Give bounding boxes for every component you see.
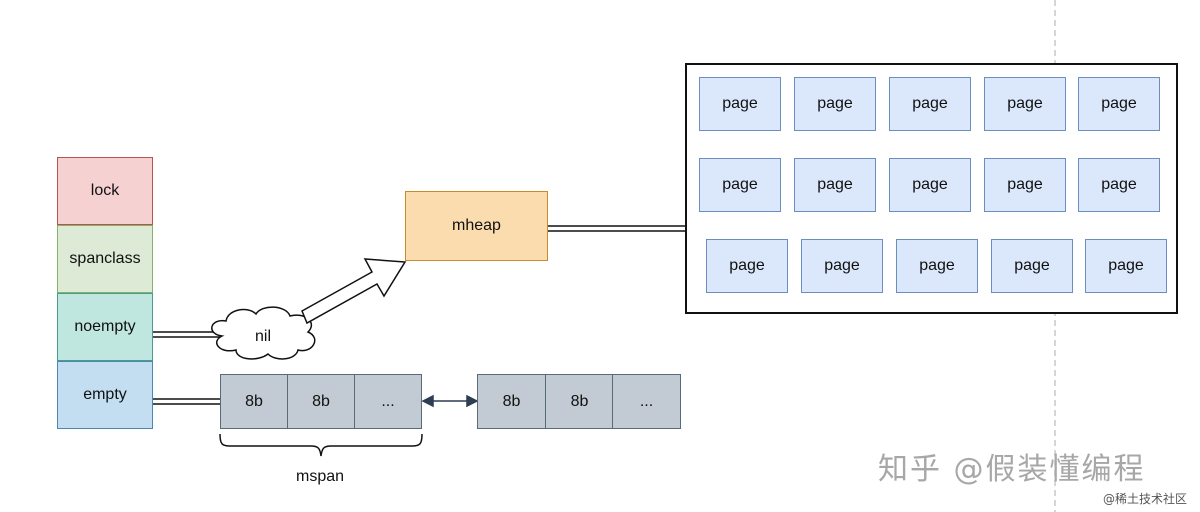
page-cell: page: [794, 158, 876, 212]
span-b-slot: 8b: [545, 374, 614, 429]
empty-label: empty: [83, 386, 127, 403]
page-cell: page: [889, 158, 971, 212]
lock-label: lock: [90, 182, 120, 199]
watermark-small: @稀土技术社区: [1103, 492, 1188, 506]
page-cell: page: [1078, 158, 1160, 212]
page-cell: page: [1078, 77, 1160, 131]
page-cell: page: [699, 77, 781, 131]
watermark-main: 知乎 @假装懂编程: [878, 452, 1146, 487]
nil-label: nil: [254, 328, 271, 345]
mspan-brace: [219, 433, 423, 457]
empty-to-mspan-link: [153, 398, 220, 405]
mheap-to-pages-link: [548, 225, 686, 232]
mspan-label: mspan: [295, 468, 345, 485]
page-cell: page: [706, 239, 788, 293]
page-cell: page: [699, 158, 781, 212]
page-cell: page: [984, 77, 1066, 131]
span-link-arrow: [421, 394, 479, 408]
mheap-box: mheap: [405, 191, 548, 261]
spanclass-label: spanclass: [69, 250, 141, 267]
noempty-to-nil-link: [153, 331, 222, 338]
page-cell: page: [896, 239, 978, 293]
mcentral-spanclass-field: spanclass: [57, 225, 153, 293]
page-cell: page: [794, 77, 876, 131]
page-cell: page: [889, 77, 971, 131]
page-cell: page: [991, 239, 1073, 293]
span-b-slot: ...: [612, 374, 681, 429]
nil-to-mheap-arrow: [301, 258, 407, 325]
noempty-label: noempty: [74, 318, 136, 335]
mcentral-lock-field: lock: [57, 157, 153, 225]
page-cell: page: [801, 239, 883, 293]
mcentral-empty-field: empty: [57, 361, 153, 429]
mheap-label: mheap: [452, 217, 501, 234]
mcentral-noempty-field: noempty: [57, 293, 153, 361]
page-cell: page: [984, 158, 1066, 212]
page-cell: page: [1085, 239, 1167, 293]
span-a-slot: ...: [354, 374, 422, 429]
span-a-slot: 8b: [220, 374, 288, 429]
span-b-slot: 8b: [477, 374, 546, 429]
span-a-slot: 8b: [287, 374, 355, 429]
nil-cloud: [211, 306, 316, 360]
